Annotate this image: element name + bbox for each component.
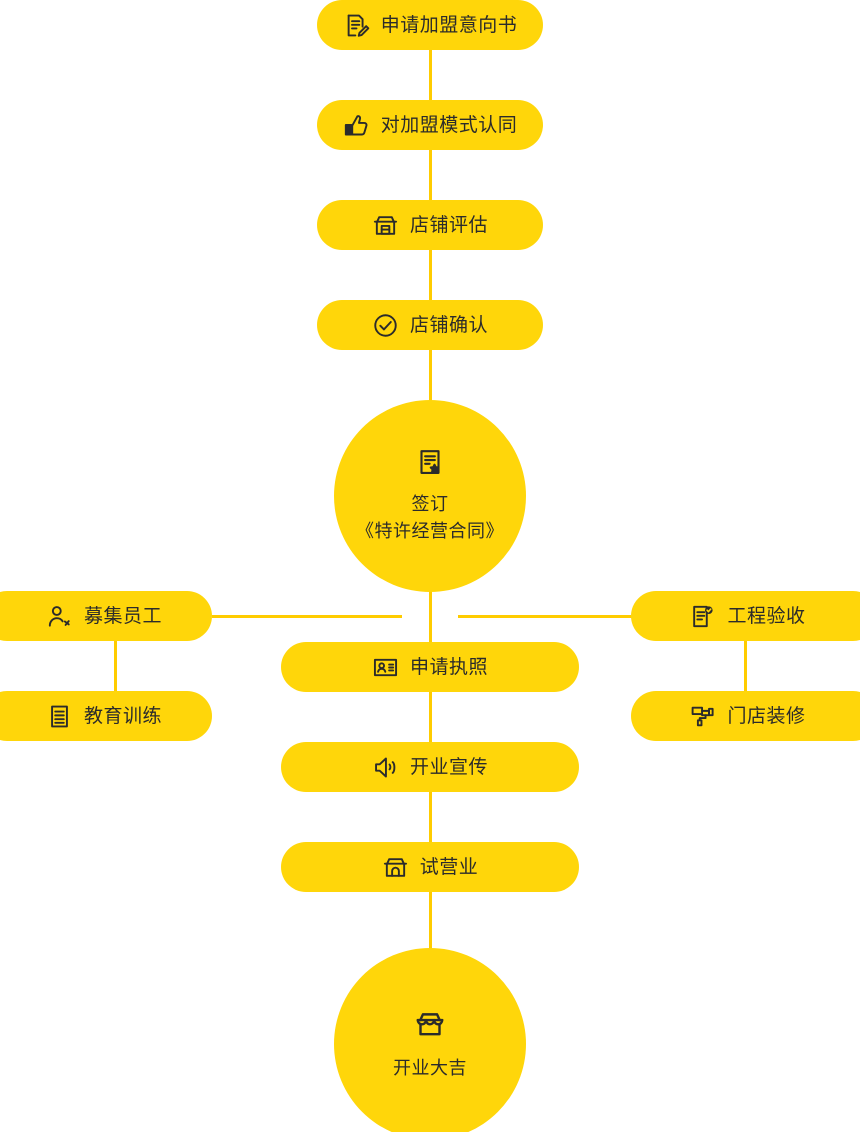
connector-sign-to-right-branch	[458, 615, 648, 618]
node-store-decoration[interactable]: 门店装修	[631, 691, 860, 741]
node-label: 店铺评估	[409, 214, 488, 236]
shop-awning-icon	[382, 854, 409, 881]
node-label: 工程验收	[727, 605, 806, 627]
node-opening-promo[interactable]: 开业宣传	[281, 742, 579, 792]
megaphone-icon	[372, 754, 399, 781]
node-trial-open[interactable]: 试营业	[281, 842, 579, 892]
connector-apply-to-approval	[429, 49, 432, 101]
person-add-icon	[46, 603, 73, 630]
connector-recruit-to-training	[114, 641, 117, 692]
node-label-line2: 《特许经营合同》	[356, 521, 504, 541]
thumbs-up-icon	[343, 112, 370, 139]
connector-confirm-to-sign	[429, 350, 432, 405]
document-pencil-icon	[343, 12, 370, 39]
node-apply-license[interactable]: 申请执照	[281, 642, 579, 692]
node-store-confirm[interactable]: 店铺确认	[317, 300, 543, 350]
contract-seal-icon	[415, 447, 445, 477]
connector-promo-to-trial	[429, 792, 432, 843]
book-lines-icon	[46, 703, 73, 730]
connector-sign-to-license	[429, 585, 432, 643]
connector-trial-to-opening	[429, 892, 432, 954]
id-card-icon	[372, 654, 399, 681]
node-label-line1: 签订	[411, 494, 449, 514]
node-store-eval[interactable]: 店铺评估	[317, 200, 543, 250]
storefront-icon	[372, 212, 399, 239]
node-label: 申请加盟意向书	[380, 14, 518, 36]
connector-eval-to-confirm	[429, 250, 432, 301]
checklist-approved-icon	[689, 603, 716, 630]
shop-icon	[413, 1007, 447, 1041]
node-model-approval[interactable]: 对加盟模式认同	[317, 100, 543, 150]
paint-roller-icon	[689, 703, 716, 730]
node-sign-contract[interactable]: 签订 《特许经营合同》	[334, 400, 526, 592]
connector-approval-to-eval	[429, 150, 432, 201]
connector-license-to-promo	[429, 692, 432, 743]
check-circle-icon	[372, 312, 399, 339]
node-apply-intent[interactable]: 申请加盟意向书	[317, 0, 543, 50]
node-recruit-staff[interactable]: 募集员工	[0, 591, 212, 641]
node-grand-opening[interactable]: 开业大吉	[334, 948, 526, 1132]
connector-acceptance-to-decor	[744, 641, 747, 692]
node-label: 对加盟模式认同	[380, 114, 518, 136]
node-label: 开业大吉	[393, 1057, 467, 1078]
node-label: 店铺确认	[409, 314, 488, 336]
node-label: 门店装修	[727, 705, 806, 727]
node-label: 开业宣传	[409, 756, 488, 778]
node-label: 试营业	[419, 856, 479, 878]
node-engineering-acceptance[interactable]: 工程验收	[631, 591, 860, 641]
node-staff-training[interactable]: 教育训练	[0, 691, 212, 741]
node-label: 募集员工	[83, 605, 162, 627]
node-label: 申请执照	[409, 656, 488, 678]
node-label: 教育训练	[83, 705, 162, 727]
connector-sign-to-left-branch	[212, 615, 402, 618]
